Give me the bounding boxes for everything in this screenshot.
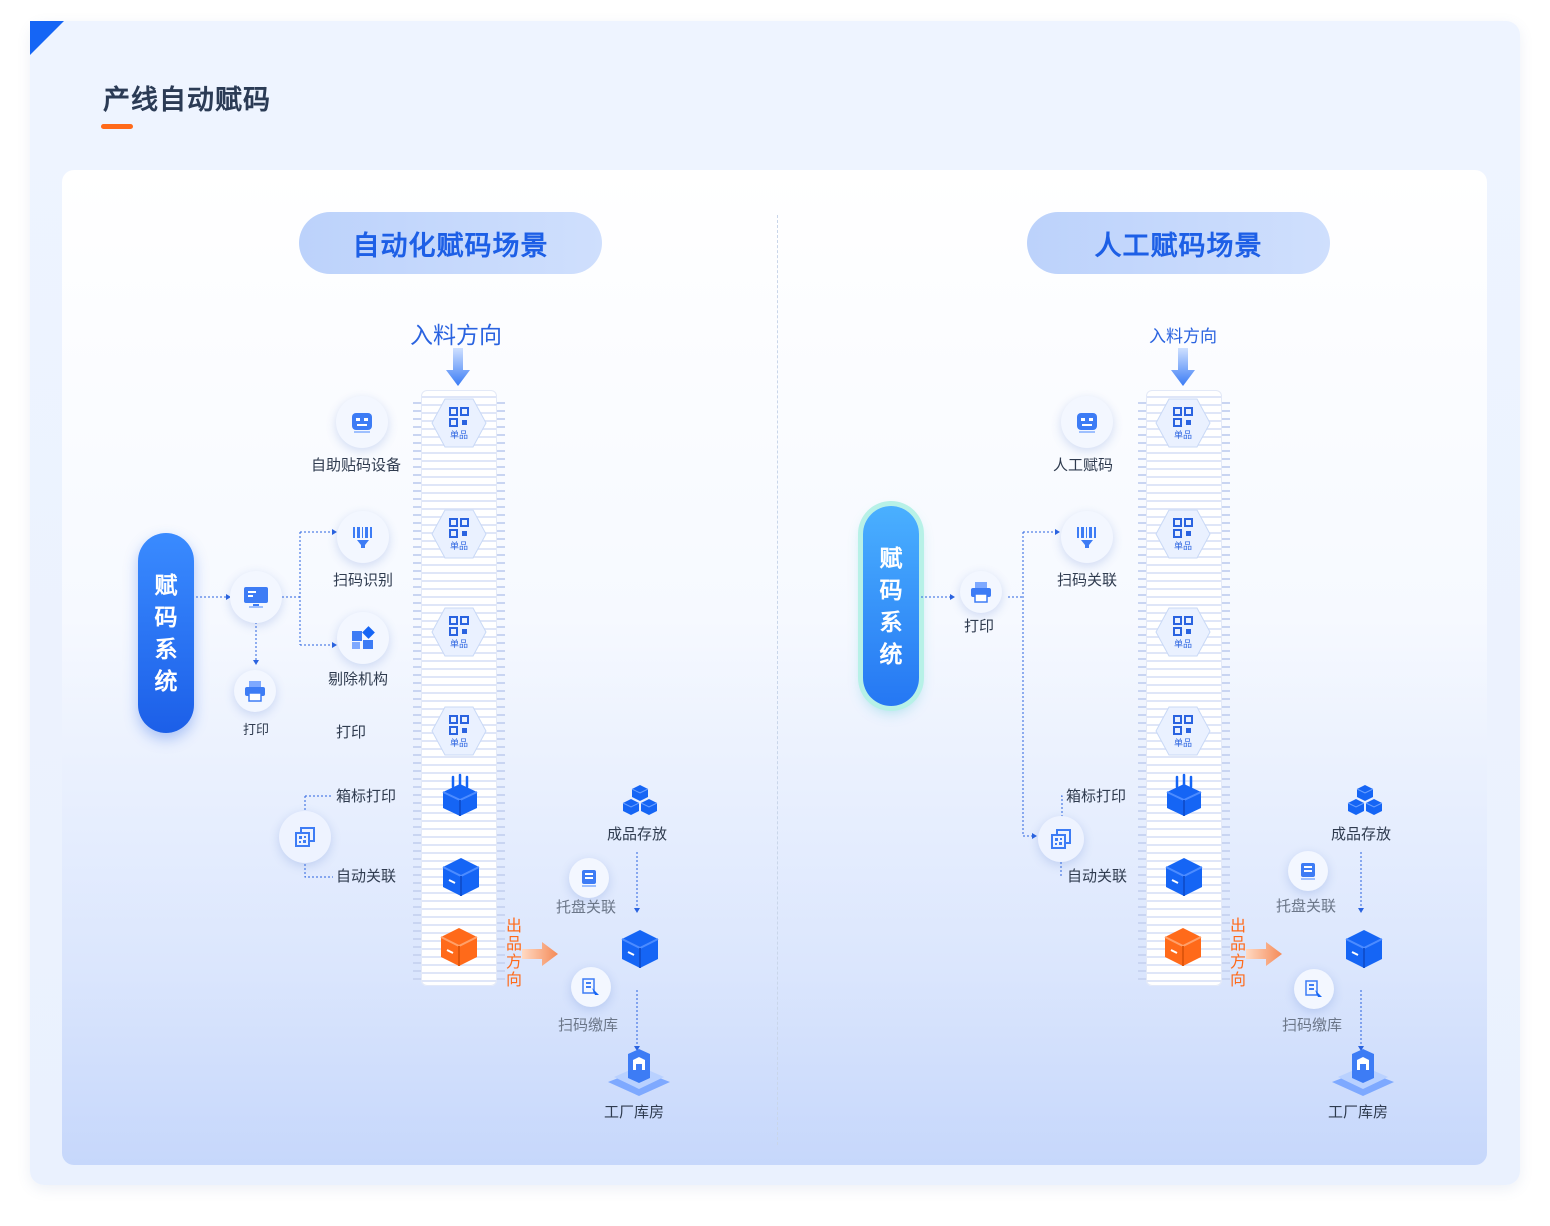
label-factory-warehouse: 工厂库房 bbox=[604, 1104, 665, 1121]
incoming-direction-label: 入料方向 bbox=[1149, 327, 1217, 346]
robot-icon bbox=[1061, 396, 1113, 448]
closed-box-icon bbox=[442, 858, 480, 896]
scene-title-manual: 人工赋码场景 bbox=[1027, 212, 1330, 274]
label-box-label-print: 箱标打印 bbox=[1066, 788, 1127, 805]
scene-title-automated: 自动化赋码场景 bbox=[299, 212, 602, 274]
item-hex: 单品 bbox=[1155, 706, 1211, 756]
svg-text:单品: 单品 bbox=[450, 540, 468, 552]
label-print: 打印 bbox=[964, 618, 995, 635]
scan-inbound-icon bbox=[1294, 969, 1334, 1009]
label-product-storage: 成品存放 bbox=[1331, 826, 1392, 843]
stacked-boxes-icon bbox=[622, 785, 658, 815]
svg-text:单品: 单品 bbox=[1174, 540, 1192, 552]
label-print: 打印 bbox=[336, 724, 367, 741]
reject-mechanism-icon bbox=[337, 612, 389, 664]
item-hex: 单品 bbox=[1155, 509, 1211, 559]
label-auto-link: 自动关联 bbox=[1067, 868, 1128, 885]
robot-icon bbox=[336, 396, 388, 448]
stacked-boxes-icon bbox=[1347, 785, 1383, 815]
title-underline bbox=[101, 124, 133, 129]
closed-box-icon bbox=[621, 930, 659, 968]
label-scan-recognize: 扫码识别 bbox=[333, 572, 394, 589]
label-manual-code: 人工赋码 bbox=[1053, 457, 1114, 474]
label-box-label-print: 箱标打印 bbox=[336, 788, 397, 805]
barcode-scanner-icon bbox=[337, 511, 389, 563]
item-hex: 单品 bbox=[431, 706, 487, 756]
closed-box-icon bbox=[1165, 858, 1203, 896]
svg-text:单品: 单品 bbox=[1174, 429, 1192, 441]
page-title: 产线自动赋码 bbox=[103, 85, 271, 115]
printer-icon bbox=[960, 571, 1002, 613]
item-hex: 单品 bbox=[431, 607, 487, 657]
warehouse-icon bbox=[608, 1049, 670, 1096]
link-icon bbox=[1038, 816, 1084, 862]
item-tag: 单品 bbox=[450, 429, 468, 441]
conveyor-belt bbox=[1138, 390, 1230, 986]
outgoing-direction-label: 出品方向 bbox=[505, 918, 522, 989]
label-pallet-link: 托盘关联 bbox=[1276, 898, 1337, 915]
svg-text:单品: 单品 bbox=[450, 737, 468, 749]
label-reject-mechanism: 剔除机构 bbox=[328, 671, 389, 688]
pallet-link-icon bbox=[569, 858, 609, 898]
svg-text:单品: 单品 bbox=[1174, 638, 1192, 650]
label-self-label-device: 自助贴码设备 bbox=[311, 457, 402, 474]
label-auto-link: 自动关联 bbox=[336, 868, 397, 885]
diagram-panel bbox=[62, 170, 1487, 1165]
coding-system-pill: 赋码系统 bbox=[863, 506, 919, 706]
item-hex: 单品 bbox=[431, 398, 487, 448]
svg-text:单品: 单品 bbox=[450, 638, 468, 650]
outgoing-direction-label: 出品方向 bbox=[1229, 918, 1246, 989]
label-scan-inbound: 扫码缴库 bbox=[1282, 1017, 1343, 1034]
label-scan-link: 扫码关联 bbox=[1057, 572, 1118, 589]
label-print-small: 打印 bbox=[243, 722, 270, 737]
warehouse-icon bbox=[1332, 1049, 1394, 1096]
orange-box-icon bbox=[440, 928, 478, 966]
svg-text:单品: 单品 bbox=[1174, 737, 1192, 749]
orange-box-icon bbox=[1164, 928, 1202, 966]
label-pallet-link: 托盘关联 bbox=[556, 899, 617, 916]
coding-system-pill: 赋码系统 bbox=[138, 533, 194, 733]
pallet-link-icon bbox=[1288, 851, 1328, 891]
label-factory-warehouse: 工厂库房 bbox=[1328, 1104, 1389, 1121]
barcode-scanner-icon bbox=[1061, 511, 1113, 563]
open-box-icon bbox=[442, 773, 478, 816]
item-hex: 单品 bbox=[431, 509, 487, 559]
label-scan-inbound: 扫码缴库 bbox=[558, 1017, 619, 1034]
item-hex: 单品 bbox=[1155, 398, 1211, 448]
printer-icon bbox=[234, 670, 276, 712]
scan-inbound-icon bbox=[571, 967, 611, 1007]
label-product-storage: 成品存放 bbox=[607, 826, 668, 843]
incoming-arrow bbox=[446, 348, 470, 386]
link-icon bbox=[279, 811, 331, 863]
scene-divider bbox=[777, 215, 778, 1145]
corner-accent bbox=[30, 21, 64, 55]
closed-box-icon bbox=[1345, 930, 1383, 968]
item-hex: 单品 bbox=[1155, 607, 1211, 657]
incoming-arrow bbox=[1171, 348, 1195, 386]
monitor-icon bbox=[230, 571, 282, 623]
incoming-direction-label: 入料方向 bbox=[410, 322, 502, 348]
outgoing-arrow bbox=[522, 942, 558, 966]
outgoing-arrow bbox=[1246, 942, 1282, 966]
open-box-icon bbox=[1166, 773, 1202, 816]
